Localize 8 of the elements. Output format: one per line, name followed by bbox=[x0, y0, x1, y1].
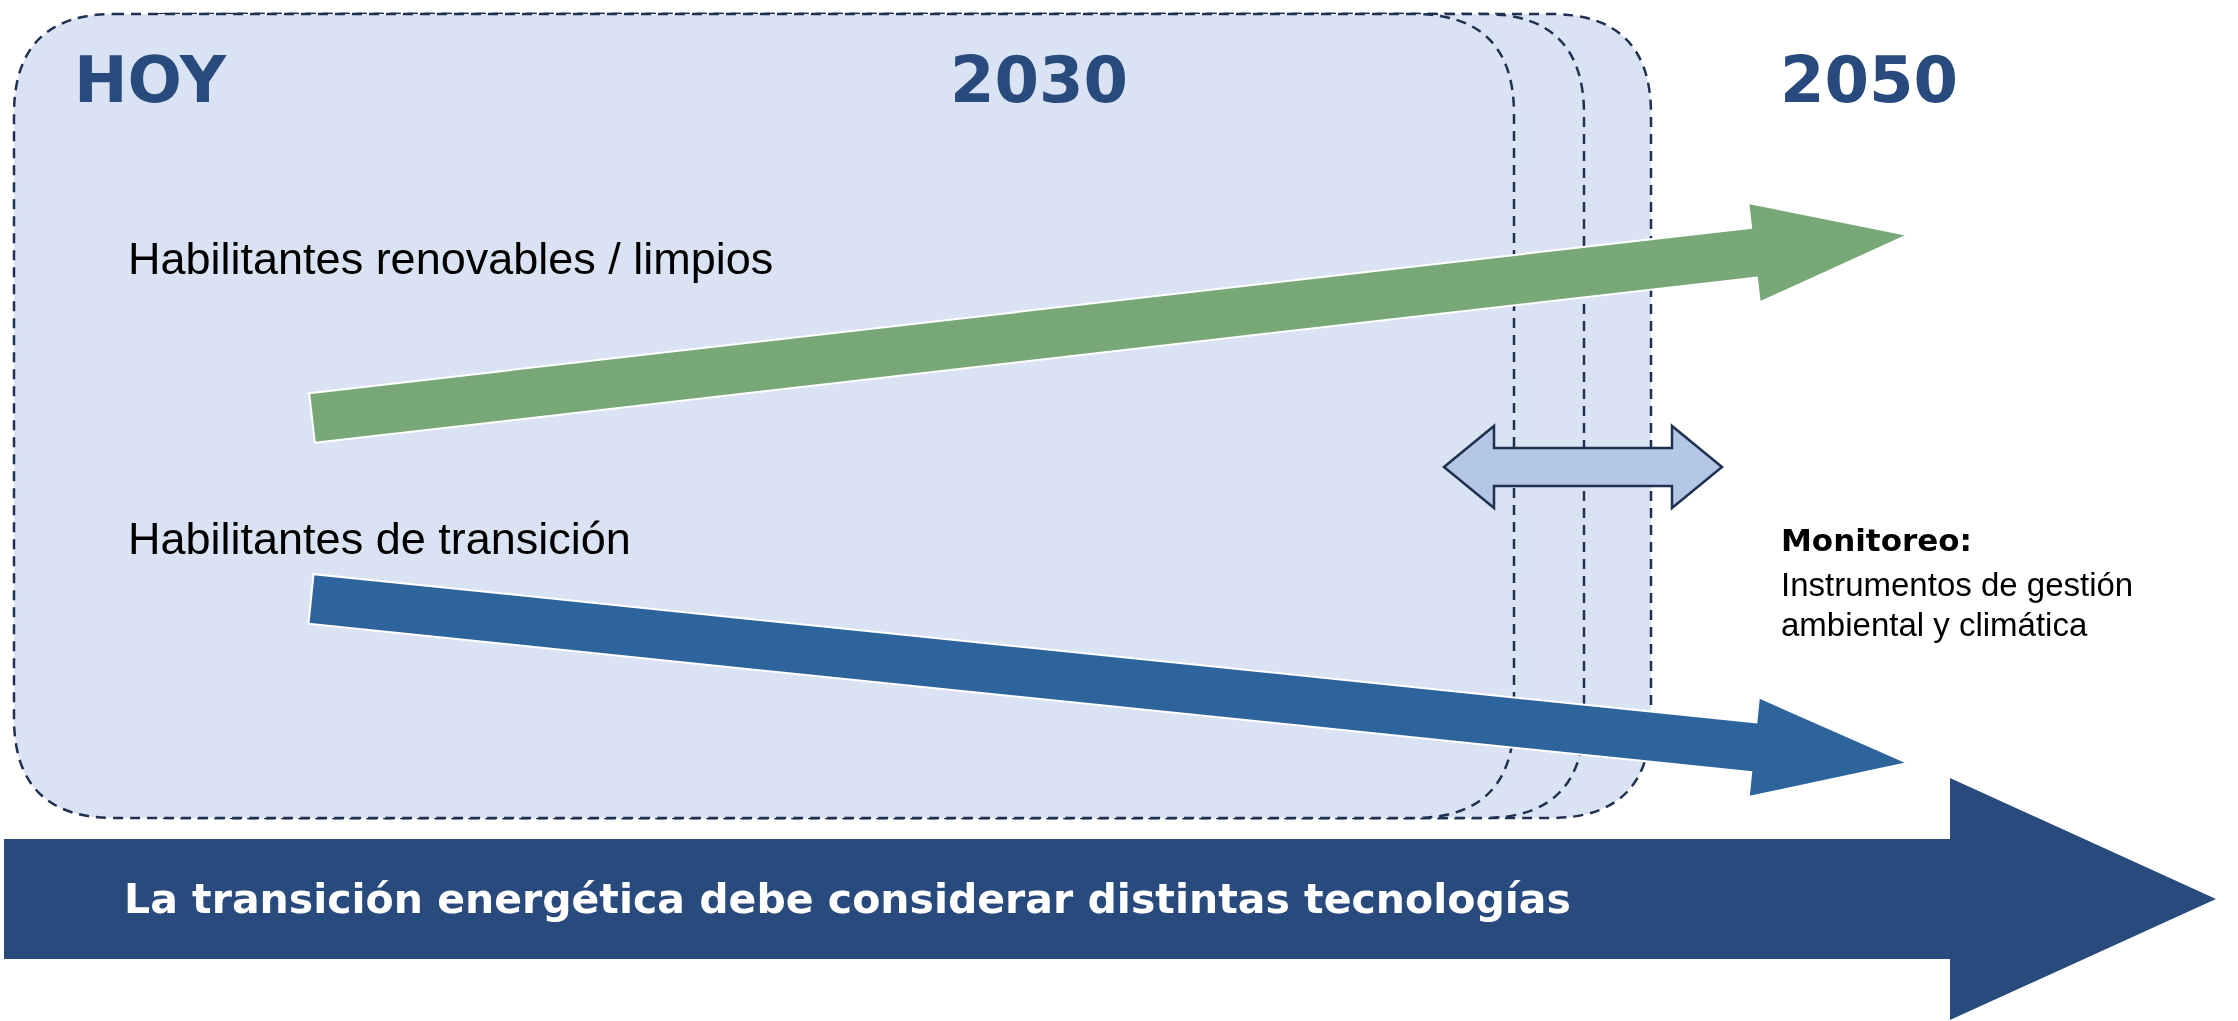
text-label: Monitoreo: bbox=[1781, 522, 1972, 560]
year-heading: 2030 bbox=[950, 42, 1129, 119]
year-heading: HOY bbox=[74, 42, 227, 119]
year-heading: 2050 bbox=[1780, 42, 1959, 119]
text-label: Habilitantes de transición bbox=[128, 512, 631, 566]
banner-text: La transición energética debe considerar distintas tecnologías bbox=[124, 875, 1571, 923]
text-label: Instrumentos de gestión ambiental y climática bbox=[1781, 565, 2135, 645]
text-label: Habilitantes renovables / limpios bbox=[128, 232, 774, 286]
